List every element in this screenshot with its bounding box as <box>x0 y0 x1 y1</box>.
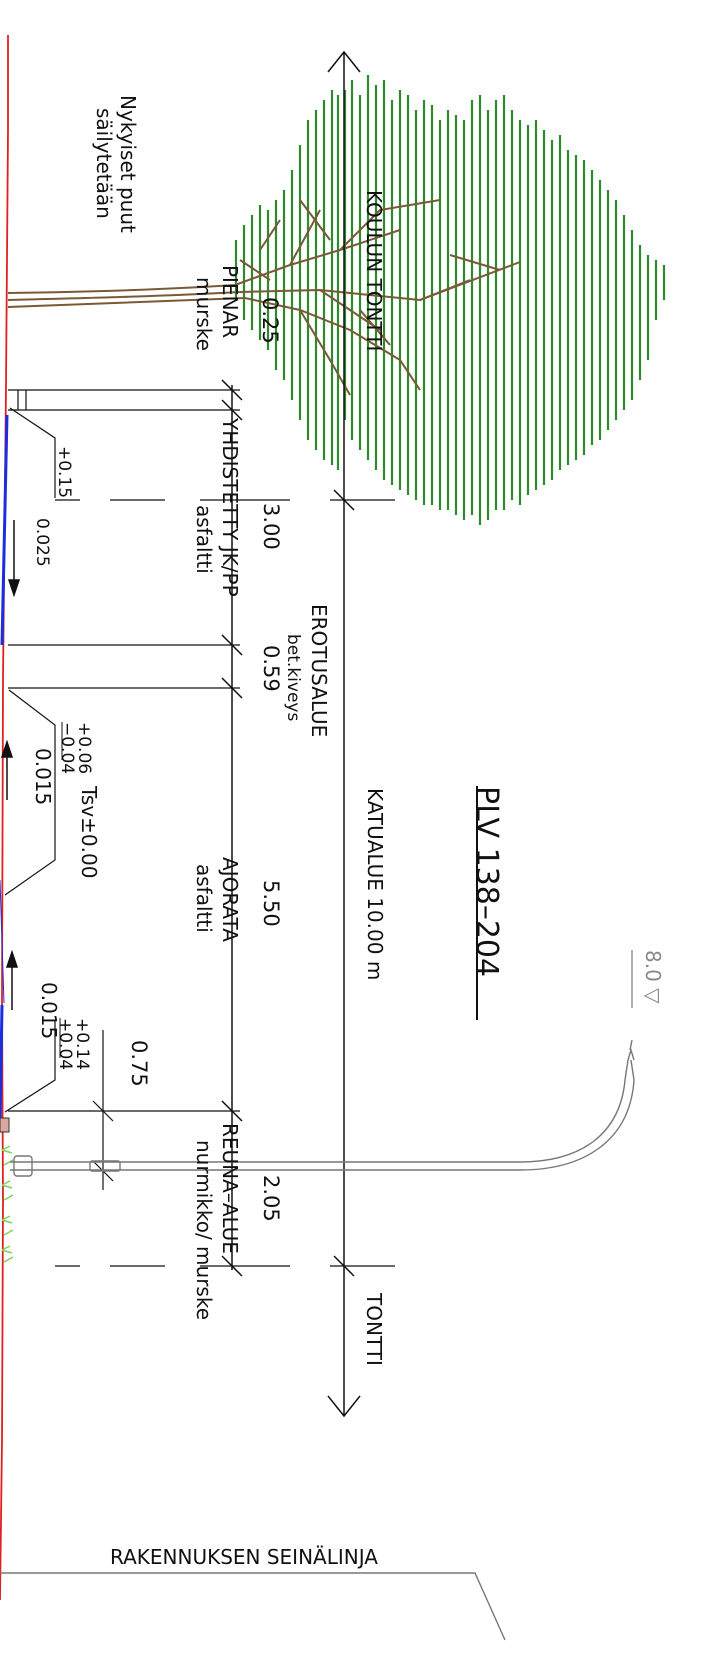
walkway-name: YHDISTETTY JK/PP <box>218 417 242 597</box>
road-surface-edge <box>0 1004 4 1121</box>
separation-material: bet.kiveys <box>283 634 303 721</box>
level-road-slope-right: 0.015 <box>37 982 61 1039</box>
level-edge-bottom: +0.04 <box>55 1018 75 1070</box>
elevation-marker: 8.0 ▽ <box>641 950 665 1004</box>
school-lot-label: KOULUN TONTTI <box>362 190 386 351</box>
light-offset-dimension: 0.75 <box>127 1040 151 1087</box>
roadway-name: AJORATA <box>218 857 242 942</box>
street-area-label: KATUALUE 10.00 m <box>363 788 387 980</box>
level-road-center: Tsv±0.00 <box>77 785 101 878</box>
edge-area-width: 2.05 <box>259 1175 283 1222</box>
edge-area-material: nurmikko/ murske <box>192 1140 216 1320</box>
level-road-slope-left: 0.015 <box>31 748 55 805</box>
roadway-width: 5.50 <box>259 880 283 927</box>
walkway-width: 3.00 <box>259 503 283 550</box>
separation-name: EROTUSALUE <box>307 604 331 737</box>
building-line-label: RAKENNUKSEN SEINÄLINJA <box>110 1545 378 1569</box>
ground-line <box>0 35 9 1601</box>
shoulder-material: murske <box>192 277 216 351</box>
existing-trees-note-line2: säilytetään <box>92 108 116 219</box>
edge-area-name: REUNA–ALUE <box>218 1123 242 1254</box>
level-edge-top: +0.14 <box>72 1018 92 1070</box>
existing-trees-note-line1: Nykyiset puut <box>116 95 140 233</box>
roadway-material: asfaltti <box>192 864 216 933</box>
level-walk-slope: 0.025 <box>32 518 52 567</box>
shoulder-width: 0.25 <box>258 297 282 344</box>
walkway-surface <box>0 414 9 646</box>
shoulder-name: PIENAR <box>218 265 242 338</box>
grass-marks <box>1 1145 14 1263</box>
plan-title: PLV 138–204 <box>469 786 504 977</box>
building-line <box>0 1572 506 1641</box>
right-lot-label: TONTTI <box>362 1292 386 1366</box>
level-curb-top: +0.06 <box>74 722 94 774</box>
walkway-material: asfaltti <box>192 505 216 574</box>
separation-width: 0.59 <box>259 645 283 692</box>
curb-stone <box>0 1117 10 1133</box>
street-light <box>10 1039 635 1177</box>
level-curb-bottom: −0.04 <box>57 722 77 774</box>
level-walk-edge: +0.15 <box>54 446 74 498</box>
tree-illustration <box>7 75 666 525</box>
